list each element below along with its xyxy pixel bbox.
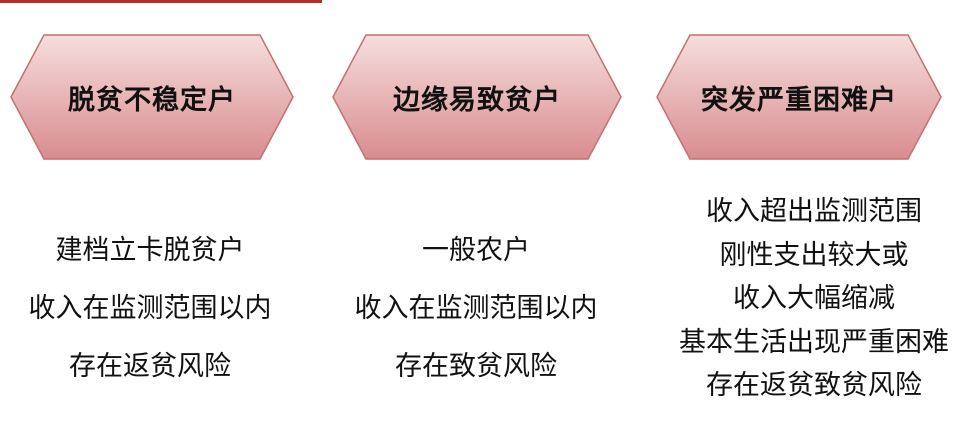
category-column-2: 边缘易致贫户 一般农户 收入在监测范围以内 存在致贫风险 [326,0,626,425]
hexagon-shape-3 [656,34,942,160]
category-column-1: 脱贫不稳定户 建档立卡脱贫户 收入在监测范围以内 存在返贫风险 [0,0,300,425]
hexagon-shape-2 [332,34,622,160]
category-title-1: 脱贫不稳定户 [68,84,236,116]
category-description-3: 收入超出监测范围 刚性支出较大或 收入大幅缩减 基本生活出现严重困难 存在返贫致… [652,190,976,408]
description-line: 一般农户 [422,235,530,266]
description-line: 存在返贫致贫风险 [706,370,922,401]
top-accent-line [0,0,322,3]
hexagon-shape-1 [10,34,294,160]
description-line: 建档立卡脱贫户 [55,235,245,266]
description-line: 收入大幅缩减 [733,283,895,314]
category-hexagon-1: 脱贫不稳定户 [10,34,294,160]
category-description-2: 一般农户 收入在监测范围以内 存在致贫风险 [326,222,626,396]
category-title-3: 突发严重困难户 [701,84,897,116]
description-line: 存在返贫风险 [69,351,231,382]
description-line: 基本生活出现严重困难 [679,326,949,358]
description-line: 存在致贫风险 [395,351,557,382]
description-line: 收入超出监测范围 [706,196,922,227]
description-line: 收入在监测范围以内 [354,293,598,324]
category-title-2: 边缘易致贫户 [393,84,561,116]
category-description-1: 建档立卡脱贫户 收入在监测范围以内 存在返贫风险 [0,222,300,396]
category-hexagon-2: 边缘易致贫户 [332,34,622,160]
category-column-3: 突发严重困难户 收入超出监测范围 刚性支出较大或 收入大幅缩减 基本生活出现严重… [652,0,976,425]
description-line: 收入在监测范围以内 [28,293,272,324]
description-line: 刚性支出较大或 [719,239,909,271]
category-hexagon-3: 突发严重困难户 [656,34,942,160]
